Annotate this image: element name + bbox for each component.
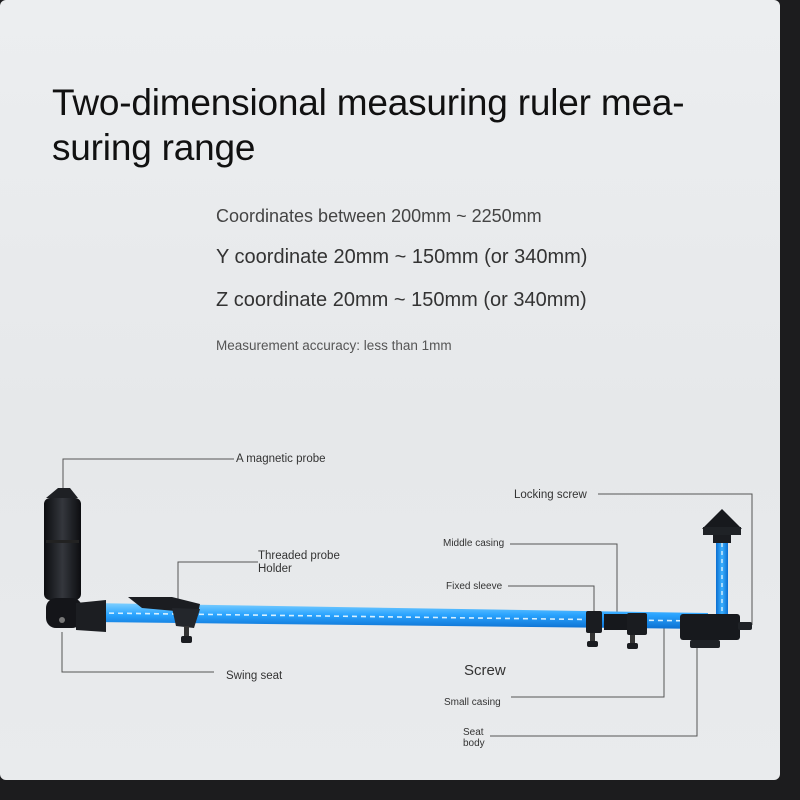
label-fixed-sleeve: Fixed sleeve bbox=[446, 581, 503, 592]
product-image: Two-dimensional measuring ruler mea- sur… bbox=[0, 0, 780, 780]
spec-z-range: Z coordinate 20mm ~ 150mm (or 340mm) bbox=[216, 289, 587, 311]
vertical-rod bbox=[716, 530, 728, 630]
label-swing-seat: Swing seat bbox=[226, 670, 283, 682]
magnetic-probe bbox=[44, 488, 81, 600]
label-small-casing: Small casing bbox=[444, 697, 501, 708]
label-seat-body-line1: Seat bbox=[463, 727, 484, 738]
label-screw: Screw bbox=[464, 662, 506, 679]
label-threaded-probe-line2: Holder bbox=[258, 563, 292, 575]
swing-seat bbox=[46, 598, 106, 632]
threaded-probe-holder bbox=[128, 597, 200, 643]
label-magnetic-probe: A magnetic probe bbox=[236, 453, 326, 465]
spec-x-range: Coordinates between 200mm ~ 2250mm bbox=[216, 206, 542, 226]
seat-body bbox=[680, 614, 752, 648]
page-title: Two-dimensional measuring ruler mea- sur… bbox=[52, 80, 752, 170]
top-cap bbox=[702, 509, 742, 543]
label-threaded-probe-holder: Threaded probe Holder bbox=[258, 550, 340, 576]
horizontal-rod bbox=[92, 603, 708, 629]
sleeves bbox=[586, 611, 647, 649]
label-threaded-probe-line1: Threaded probe bbox=[258, 550, 340, 562]
label-locking-screw: Locking screw bbox=[514, 489, 587, 501]
label-middle-casing: Middle casing bbox=[443, 538, 505, 549]
label-seat-body-line2: body bbox=[463, 738, 485, 749]
title-line-2: suring range bbox=[52, 127, 256, 168]
title-line-1: Two-dimensional measuring ruler mea- bbox=[52, 82, 685, 123]
ruler-diagram bbox=[44, 458, 753, 737]
label-seat-body: Seat body bbox=[463, 727, 485, 749]
spec-y-range: Y coordinate 20mm ~ 150mm (or 340mm) bbox=[216, 246, 588, 268]
spec-accuracy: Measurement accuracy: less than 1mm bbox=[216, 338, 452, 353]
leader-lines bbox=[61, 458, 753, 737]
